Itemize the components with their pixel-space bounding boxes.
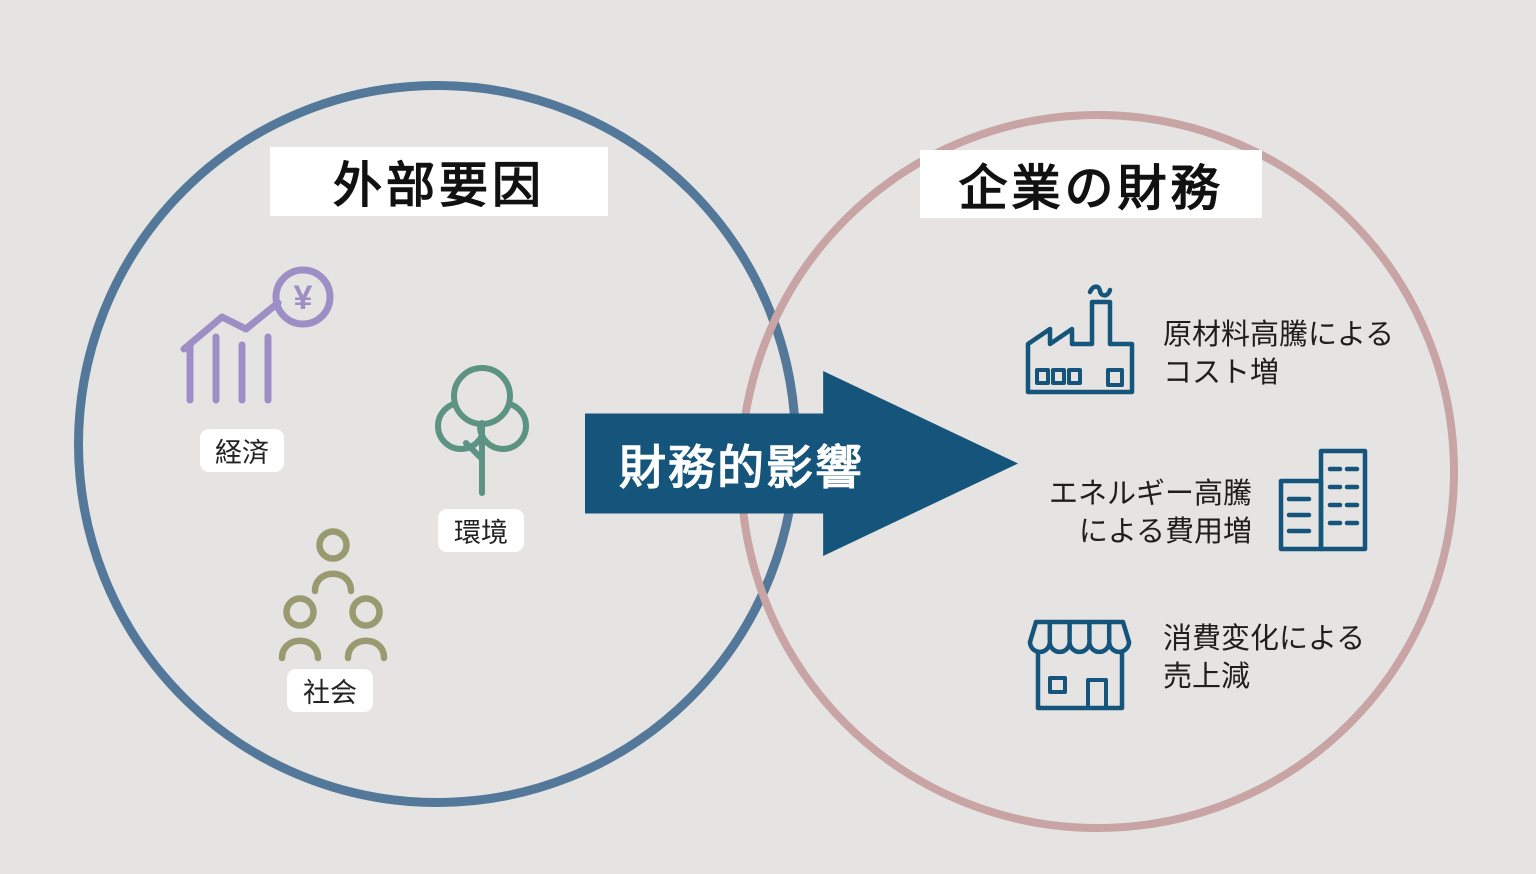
external-factors-title-label: 外部要因 bbox=[332, 159, 545, 213]
corporate-finance-title-label: 企業の財務 bbox=[958, 161, 1224, 216]
store-impact-line2: 売上減 bbox=[1163, 661, 1251, 693]
store-icon bbox=[1022, 616, 1137, 718]
environment-label-text: 環境 bbox=[454, 518, 508, 548]
yen-symbol: ¥ bbox=[294, 279, 313, 317]
financial-impact-label: 財務的影響 bbox=[619, 441, 864, 494]
factory-impact-line2: コスト増 bbox=[1163, 357, 1280, 389]
building-icon bbox=[1275, 447, 1370, 552]
society-label-text: 社会 bbox=[303, 678, 357, 708]
factory-icon bbox=[1020, 282, 1140, 400]
energy-impact-text: エネルギー高騰 による費用増 bbox=[1000, 475, 1252, 551]
store-impact-line1: 消費変化による bbox=[1163, 623, 1366, 655]
environment-label: 環境 bbox=[438, 509, 524, 552]
factory-impact-text: 原材料高騰による コスト増 bbox=[1163, 316, 1394, 392]
external-factors-title: 外部要因 bbox=[270, 147, 608, 216]
economy-label-text: 経済 bbox=[215, 438, 269, 468]
energy-impact-line1: エネルギー高騰 bbox=[1048, 478, 1252, 510]
energy-impact-line2: による費用増 bbox=[1078, 516, 1252, 548]
store-impact-text: 消費変化による 売上減 bbox=[1163, 620, 1365, 696]
tree-icon bbox=[432, 363, 532, 498]
factory-impact-line1: 原材料高騰による bbox=[1163, 319, 1395, 351]
people-icon bbox=[266, 518, 401, 663]
economy-label: 経済 bbox=[200, 429, 284, 472]
society-label: 社会 bbox=[287, 669, 373, 712]
economy-chart-icon: ¥ bbox=[178, 265, 338, 405]
corporate-finance-title: 企業の財務 bbox=[920, 150, 1262, 218]
